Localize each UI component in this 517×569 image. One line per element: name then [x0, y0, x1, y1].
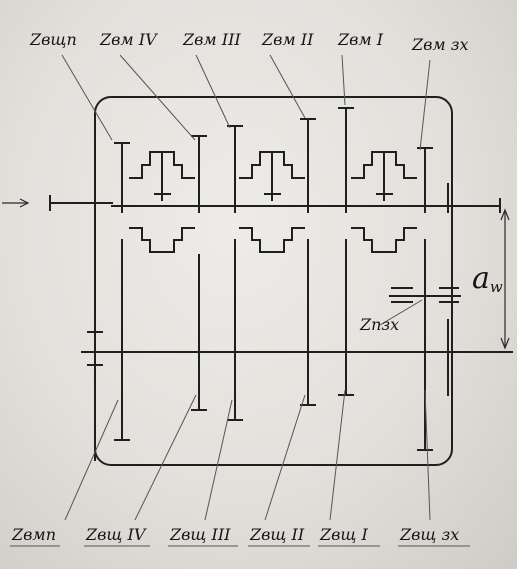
label-counter-4: Zвщ IV	[85, 525, 147, 544]
input-arrow	[2, 198, 30, 208]
label-counter-reverse: Zвщ зх	[399, 525, 459, 544]
gear-ticks-top	[114, 107, 433, 149]
gear-ticks-bottom	[87, 331, 433, 451]
leaders-bottom	[64, 299, 431, 521]
label-input-constant: Zвщп	[29, 30, 77, 49]
label-idler: Zпзх	[359, 315, 399, 334]
center-distance-dimension	[500, 208, 510, 350]
label-driven-3: Zвм III	[182, 30, 241, 49]
label-counter-1: Zвщ I	[319, 525, 369, 544]
synchronizer-1-r	[351, 151, 417, 253]
center-distance-label: aw	[472, 261, 503, 296]
label-counter-3: Zвщ III	[169, 525, 231, 544]
label-driven-2: Zвм II	[261, 30, 314, 49]
label-driven-1: Zвм I	[337, 30, 384, 49]
synchronizer-3-2	[239, 151, 305, 253]
label-driven-4: Zвм IV	[99, 30, 158, 49]
label-counter-constant: Zвмп	[11, 525, 56, 544]
leaders-top	[61, 54, 431, 151]
label-driven-reverse: Zвм зх	[411, 35, 469, 54]
label-counter-2: Zвщ II	[249, 525, 305, 544]
idler-gear	[391, 287, 459, 303]
synchronizer-4-3	[129, 151, 195, 253]
